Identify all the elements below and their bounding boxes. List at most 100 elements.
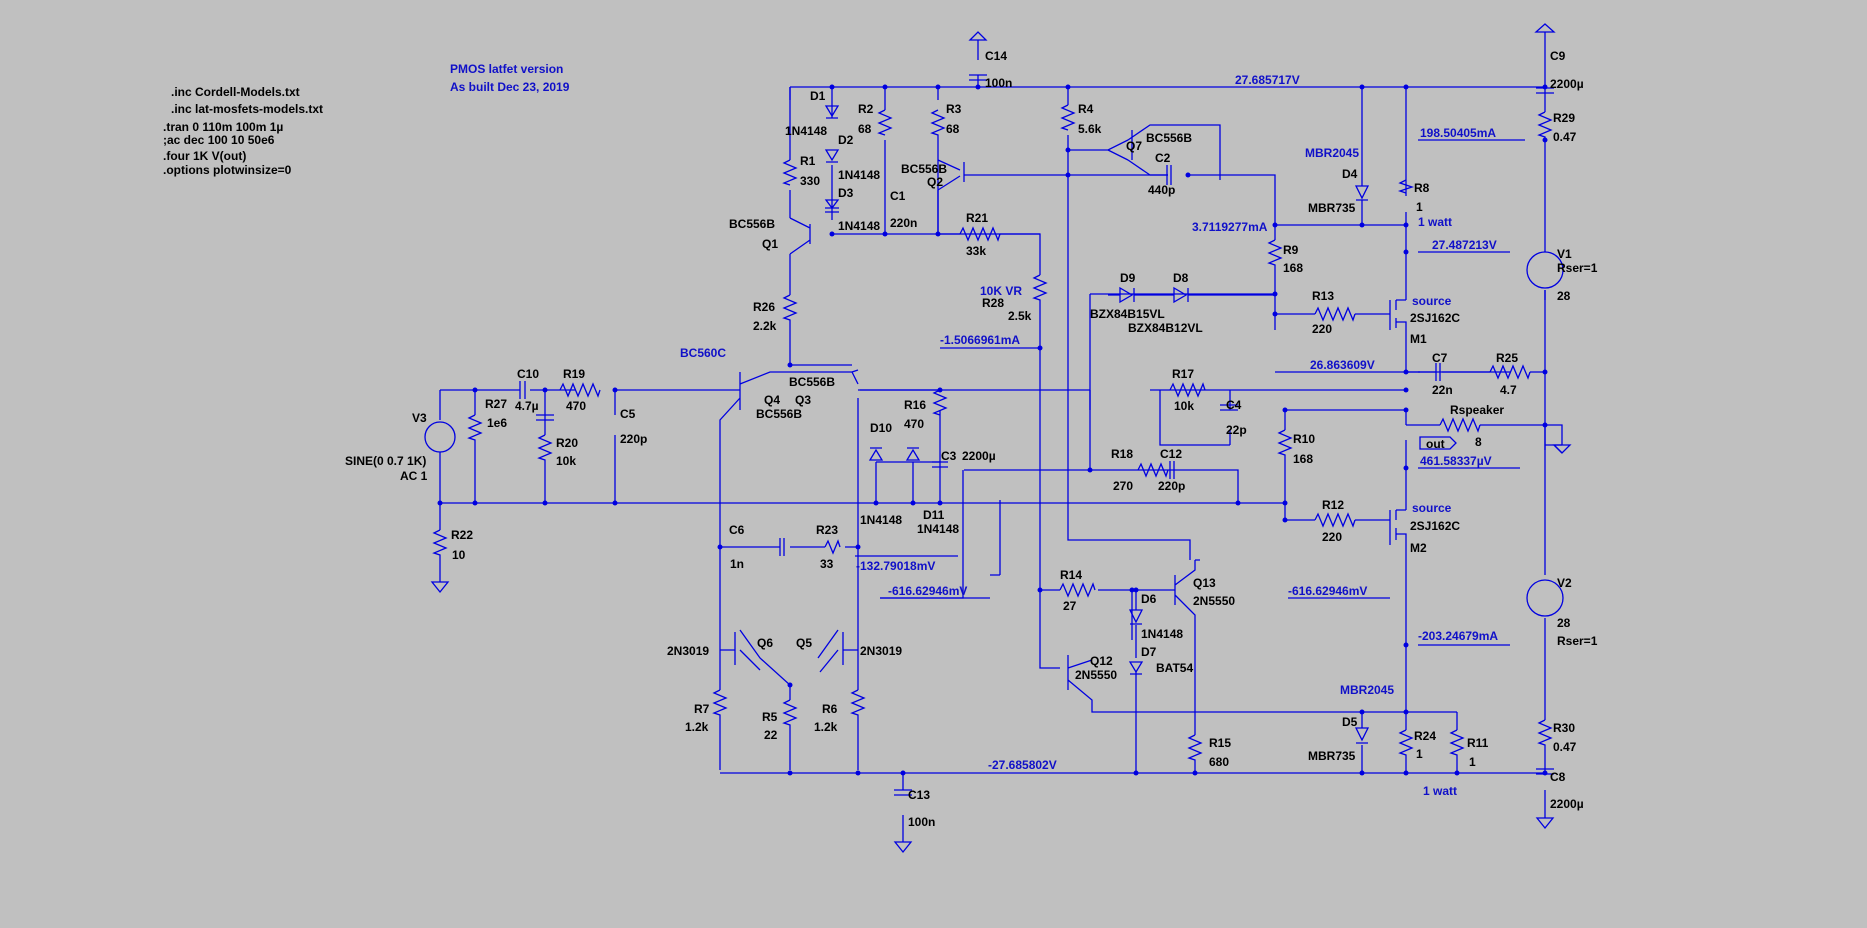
q4-alt-label: BC560C: [680, 346, 726, 360]
c5-value: 220p: [620, 432, 647, 446]
c13-ref: C13: [908, 788, 930, 802]
r18-ref: R18: [1111, 447, 1133, 461]
wires: [439, 23, 1563, 842]
directive: ;ac dec 100 10 50e6: [163, 133, 275, 147]
resistor-icon: [1439, 417, 1481, 433]
r19-ref: R19: [563, 367, 585, 381]
r18-value: 270: [1113, 479, 1133, 493]
diode-icon: [824, 149, 840, 163]
c14-value: 100n: [985, 76, 1012, 90]
resistor-icon: [930, 109, 946, 160]
resistor-icon: [712, 689, 728, 720]
q4-ref: Q4: [764, 393, 780, 407]
voltage-source-icon: [1526, 579, 1564, 617]
capacitor-icon: [779, 538, 785, 556]
measurement-label: 26.863609V: [1310, 358, 1375, 372]
r17-ref: R17: [1172, 367, 1194, 381]
watt-bot-label: 1 watt: [1423, 784, 1457, 798]
c9-value: 2200µ: [1550, 77, 1584, 91]
r22-value: 10: [452, 548, 466, 562]
ground-icon: [893, 841, 913, 854]
q6-ref: Q6: [757, 636, 773, 650]
q13-value: 2N5550: [1193, 594, 1235, 608]
resistor-icon: [1032, 274, 1048, 315]
c5-ref: C5: [620, 407, 636, 421]
diode-icon: [1128, 661, 1144, 675]
c13-value: 100n: [908, 815, 935, 829]
c7-ref: C7: [1432, 351, 1448, 365]
capacitor-icon: [1169, 461, 1175, 479]
q7-ref: Q7: [1126, 139, 1142, 153]
ground-icon: [1552, 444, 1572, 454]
r20-value: 10k: [556, 454, 576, 468]
m1-ref: M1: [1410, 332, 1427, 346]
measurement-label: 198.50405mA: [1420, 126, 1496, 140]
r13-ref: R13: [1312, 289, 1334, 303]
capacitor-icon: [1435, 363, 1441, 381]
measurement-label: 3.7119277mA: [1192, 220, 1268, 234]
c3-value: 2200µ: [962, 449, 996, 463]
r24-ref: R24: [1414, 729, 1436, 743]
capacitor-icon: [1220, 404, 1238, 411]
v1-value: 28: [1557, 289, 1571, 303]
zener-icon: [1173, 286, 1189, 304]
r26-value: 2.2k: [753, 319, 777, 333]
directive: .inc Cordell-Models.txt: [171, 85, 300, 99]
r1-ref: R1: [800, 154, 816, 168]
d5-value: MBR735: [1308, 749, 1356, 763]
c6-value: 1n: [730, 557, 744, 571]
resistor-icon: [959, 226, 1001, 242]
measurement-label: -27.685802V: [988, 758, 1057, 772]
source-m2-label: source: [1412, 501, 1452, 515]
q5-value: 2N3019: [860, 644, 902, 658]
diode-icon: [1354, 727, 1370, 744]
r19-value: 470: [566, 399, 586, 413]
d2-value: 1N4148: [838, 168, 880, 182]
r17-value: 10k: [1174, 399, 1194, 413]
r8-value: 1: [1416, 200, 1423, 214]
resistor-icon: [1059, 582, 1096, 598]
d8-ref: D8: [1173, 271, 1189, 285]
q2-value: BC556B: [901, 162, 947, 176]
diode-icon: [1354, 185, 1370, 201]
resistor-icon: [537, 434, 553, 475]
d6-ref: D6: [1141, 592, 1157, 606]
resistor-icon: [1169, 382, 1206, 398]
v3-ac: AC 1: [400, 469, 428, 483]
v2-rser: Rser=1: [1557, 634, 1598, 648]
r5-ref: R5: [762, 710, 778, 724]
r16-ref: R16: [904, 398, 926, 412]
resistor-icon: [1449, 729, 1465, 760]
annotation-title: PMOS latfet version: [450, 62, 563, 76]
r29-ref: R29: [1553, 111, 1575, 125]
c2-value: 440p: [1148, 183, 1175, 197]
capacitor-icon: [536, 414, 554, 421]
r11-value: 1: [1469, 755, 1476, 769]
out-label: out: [1426, 437, 1445, 451]
resistor-icon: [467, 414, 483, 455]
r13-value: 220: [1312, 322, 1332, 336]
q3-value: BC556B: [789, 375, 835, 389]
r25-value: 4.7: [1500, 383, 1517, 397]
resistor-icon: [1537, 111, 1553, 146]
v2-ref: V2: [1557, 576, 1572, 590]
r6-value: 1.2k: [814, 720, 838, 734]
v3-value: SINE(0 0.7 1K): [345, 454, 426, 468]
m2-ref: M2: [1410, 541, 1427, 555]
capacitor-icon: [1166, 165, 1172, 185]
r5-value: 22: [764, 728, 778, 742]
d9-value: BZX84B15VL: [1090, 307, 1165, 321]
r22-ref: R22: [451, 528, 473, 542]
measurement-label: 27.487213V: [1432, 238, 1497, 252]
r4-ref: R4: [1078, 102, 1094, 116]
r14-value: 27: [1063, 599, 1077, 613]
d3-value: 1N4148: [838, 219, 880, 233]
c3-ref: C3: [941, 449, 957, 463]
diode-icon: [905, 447, 921, 461]
q13-ref: Q13: [1193, 576, 1216, 590]
rspeaker-ref: Rspeaker: [1450, 403, 1504, 417]
measurement-label: -203.24679mA: [1418, 629, 1498, 643]
r14-ref: R14: [1060, 568, 1082, 582]
r7-value: 1.2k: [685, 720, 709, 734]
